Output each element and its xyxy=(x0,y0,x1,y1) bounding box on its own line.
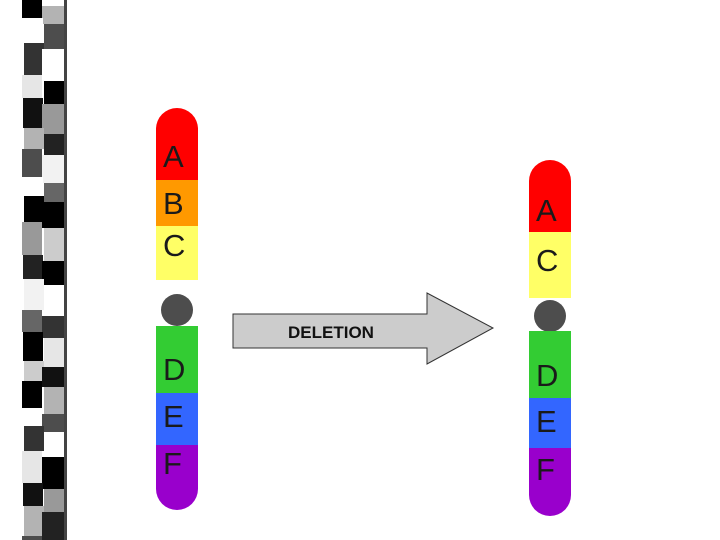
stripe-block xyxy=(22,451,42,483)
original-band-a-label: A xyxy=(163,139,184,174)
stripe-block xyxy=(23,332,43,361)
stripe-block xyxy=(42,512,64,540)
original-band-b: B xyxy=(156,180,198,226)
stripe-block xyxy=(44,134,66,155)
original-p-arm: A B C xyxy=(156,108,198,280)
mutated-band-a-label: A xyxy=(536,193,557,228)
stripe-block xyxy=(23,483,43,506)
stripe-block xyxy=(42,202,64,228)
mutated-band-c: C xyxy=(529,232,571,298)
stripe-block xyxy=(44,489,66,512)
original-band-c-label: C xyxy=(163,228,186,263)
stripe-block xyxy=(42,457,64,489)
stripe-block xyxy=(22,222,42,255)
original-band-d: D xyxy=(156,326,198,393)
original-band-b-label: B xyxy=(163,186,184,221)
stripe-block xyxy=(42,6,64,24)
mutated-band-a: A xyxy=(529,160,571,232)
stripe-block xyxy=(44,432,66,457)
original-band-d-label: D xyxy=(163,352,186,387)
mutated-band-f: F xyxy=(529,448,571,516)
stripe-block xyxy=(22,310,42,332)
stripe-block xyxy=(44,338,66,367)
stripe-block xyxy=(22,0,42,18)
stripe-block xyxy=(42,316,64,338)
stripe-block xyxy=(42,104,64,134)
original-band-e: E xyxy=(156,393,198,445)
stripe-block xyxy=(42,49,64,81)
mutated-band-e: E xyxy=(529,398,571,448)
mutated-band-d-label: D xyxy=(536,358,559,393)
stripe-block xyxy=(22,536,42,540)
mutated-band-f-label: F xyxy=(536,452,555,487)
stripe-edge xyxy=(64,0,67,540)
stripe-block xyxy=(24,361,44,381)
original-band-c: C xyxy=(156,226,198,280)
stripe-block xyxy=(44,24,66,49)
stripe-block xyxy=(44,228,66,261)
stripe-block xyxy=(24,426,44,451)
stripe-block xyxy=(23,98,43,128)
stripe-block xyxy=(44,183,66,202)
stripe-block xyxy=(22,75,42,98)
stripe-block xyxy=(22,381,42,408)
mutated-band-e-label: E xyxy=(536,404,557,439)
stripe-block xyxy=(24,506,44,536)
arrow-label: DELETION xyxy=(288,323,374,342)
stripe-block xyxy=(42,367,64,387)
stripe-block xyxy=(24,196,44,222)
original-centromere xyxy=(161,294,193,326)
stripe-block xyxy=(24,43,44,75)
mutated-q-arm: D E F xyxy=(529,331,571,516)
stripe-block xyxy=(22,149,42,177)
stripe-block xyxy=(23,18,43,43)
mutated-band-d: D xyxy=(529,331,571,398)
mutated-p-arm: A C xyxy=(529,160,571,298)
original-q-arm: D E F xyxy=(156,326,198,510)
stripe-block xyxy=(23,408,43,426)
stripe-block xyxy=(23,255,43,279)
stripe-block xyxy=(42,261,64,285)
stripe-block xyxy=(23,177,43,196)
stripe-block xyxy=(44,387,66,414)
arrow-shape xyxy=(232,292,495,365)
stripe-block xyxy=(42,155,64,183)
mutated-band-c-label: C xyxy=(536,243,559,278)
stripe-block xyxy=(24,128,44,149)
original-band-f-label: F xyxy=(163,446,182,481)
stripe-block xyxy=(24,279,44,310)
original-band-e-label: E xyxy=(163,399,184,434)
stripe-block xyxy=(42,414,64,432)
mutated-centromere xyxy=(534,300,566,332)
original-band-f: F xyxy=(156,445,198,510)
stripe-block xyxy=(44,285,66,316)
original-band-a: A xyxy=(156,108,198,180)
stripe-block xyxy=(44,81,66,104)
decorative-stripe xyxy=(22,0,67,540)
